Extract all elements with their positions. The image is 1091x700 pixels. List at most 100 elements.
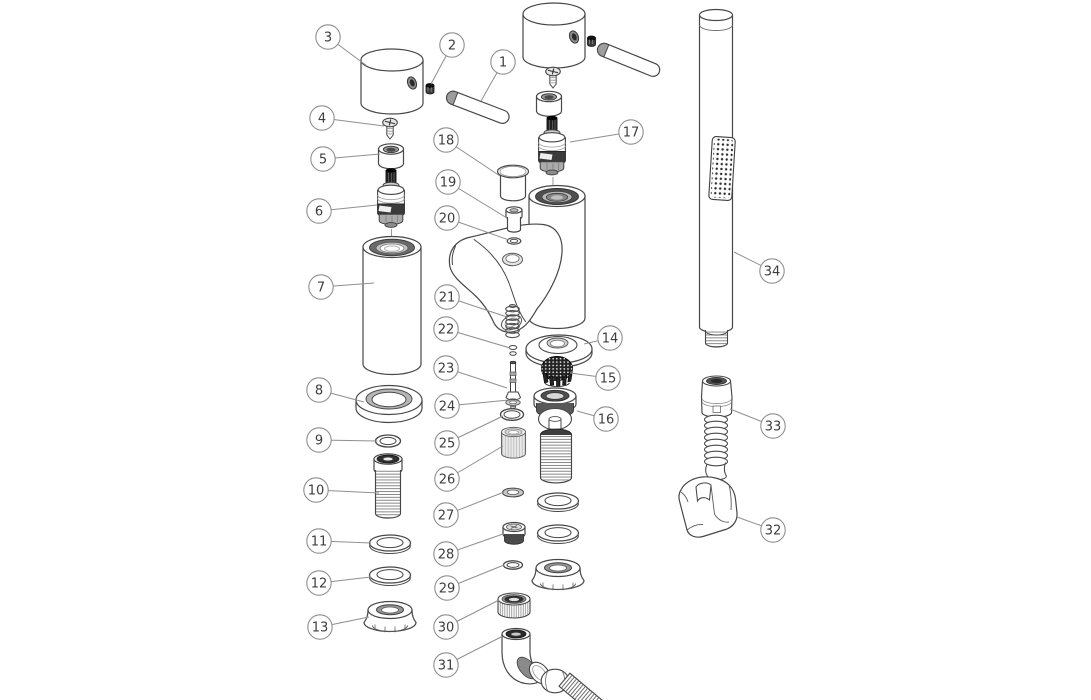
callout-number-30: 30: [438, 621, 455, 636]
part-aerator-nut-30: [497, 592, 531, 619]
part-handset-34: [698, 8, 736, 348]
callout-number-14: 14: [602, 332, 619, 347]
callout-19: 19: [435, 169, 461, 195]
callout-9: 9: [306, 427, 332, 453]
callout-12: 12: [306, 570, 332, 596]
callout-circle-16: [593, 406, 619, 432]
callout-circle-24: [434, 393, 460, 419]
part-flow-straightener-15: [541, 356, 573, 388]
callout-circle-13: [307, 614, 333, 640]
callout-10: 10: [303, 477, 329, 503]
callout-17: 17: [618, 119, 644, 145]
callout-15: 15: [595, 365, 621, 391]
callout-22: 22: [433, 316, 459, 342]
part-orings-22: [508, 345, 518, 356]
callout-16: 16: [593, 406, 619, 432]
callout-number-28: 28: [438, 548, 455, 563]
part-washer-27: [501, 487, 525, 498]
callout-number-16: 16: [598, 413, 615, 428]
callout-1: 1: [490, 49, 516, 75]
callout-number-33: 33: [765, 420, 782, 435]
callout-circle-30: [433, 614, 459, 640]
callout-circle-29: [434, 575, 460, 601]
part-washer-12: [368, 566, 412, 587]
part-oring-29: [502, 560, 524, 570]
callout-number-23: 23: [438, 362, 455, 377]
callout-circle-33: [760, 413, 786, 439]
callout-number-13: 13: [312, 621, 329, 636]
callout-5: 5: [310, 146, 336, 172]
callout-31: 31: [433, 652, 459, 678]
callout-number-22: 22: [438, 323, 455, 338]
part-bushing-left: [377, 143, 405, 170]
callout-number-27: 27: [438, 509, 455, 524]
part-washer-right-upper: [536, 492, 580, 513]
callout-circle-19: [435, 169, 461, 195]
callout-26: 26: [434, 466, 460, 492]
callout-circle-26: [434, 466, 460, 492]
callout-number-3: 3: [324, 31, 332, 46]
callout-number-1: 1: [499, 56, 507, 71]
callout-23: 23: [433, 355, 459, 381]
callout-circle-7: [308, 274, 334, 300]
callout-34: 34: [759, 258, 785, 284]
part-valve-body-left: [362, 235, 422, 376]
callout-number-21: 21: [439, 291, 456, 306]
callout-circle-3: [315, 24, 341, 50]
callout-circle-21: [434, 284, 460, 310]
callout-number-32: 32: [765, 524, 782, 539]
callout-25: 25: [434, 430, 460, 456]
callout-number-24: 24: [439, 400, 456, 415]
part-oring-25: [499, 408, 525, 421]
callout-circle-12: [306, 570, 332, 596]
callout-4: 4: [309, 105, 335, 131]
callout-circle-27: [433, 502, 459, 528]
callout-circle-11: [306, 528, 332, 554]
part-base-flange-14: [525, 334, 593, 368]
callout-14: 14: [597, 325, 623, 351]
callout-28: 28: [433, 541, 459, 567]
callout-number-18: 18: [438, 134, 455, 149]
part-cartridge-left: [377, 167, 405, 228]
callout-number-34: 34: [764, 265, 781, 280]
handset-spray-face: [708, 136, 736, 201]
callout-27: 27: [433, 502, 459, 528]
callout-29: 29: [434, 575, 460, 601]
callout-circle-18: [433, 127, 459, 153]
callout-circle-8: [306, 377, 332, 403]
part-handle-cap-left: [360, 48, 424, 115]
callout-number-6: 6: [315, 205, 323, 220]
part-handle-screw-top: [545, 66, 561, 89]
part-nozzle-19: [505, 206, 523, 233]
callout-circle-22: [433, 316, 459, 342]
callout-circle-4: [309, 105, 335, 131]
part-base-flange-left: [355, 384, 423, 424]
callout-33: 33: [760, 413, 786, 439]
callout-3: 3: [315, 24, 341, 50]
callout-number-4: 4: [318, 112, 326, 127]
part-backnut-right: [531, 558, 585, 591]
part-shank-16: [533, 387, 577, 484]
part-aerator-26: [500, 426, 527, 459]
part-oring-9: [374, 434, 402, 448]
callout-8: 8: [306, 377, 332, 403]
callout-number-20: 20: [439, 212, 456, 227]
callout-number-29: 29: [439, 582, 456, 597]
callout-7: 7: [308, 274, 334, 300]
part-bushing-top: [535, 90, 563, 117]
callout-number-9: 9: [315, 434, 323, 449]
parts-artwork: [355, 2, 738, 700]
part-backnut-13: [363, 600, 417, 633]
callout-circle-14: [597, 325, 623, 351]
callout-number-15: 15: [600, 372, 617, 387]
callout-number-17: 17: [623, 126, 640, 141]
part-grub-screw-top: [587, 35, 596, 47]
part-elbow-31: [501, 627, 606, 700]
part-handle-cap-top: [522, 2, 586, 69]
callout-circle-5: [310, 146, 336, 172]
callout-number-10: 10: [308, 484, 325, 499]
callout-circle-20: [434, 205, 460, 231]
part-lever-left: [444, 88, 512, 126]
